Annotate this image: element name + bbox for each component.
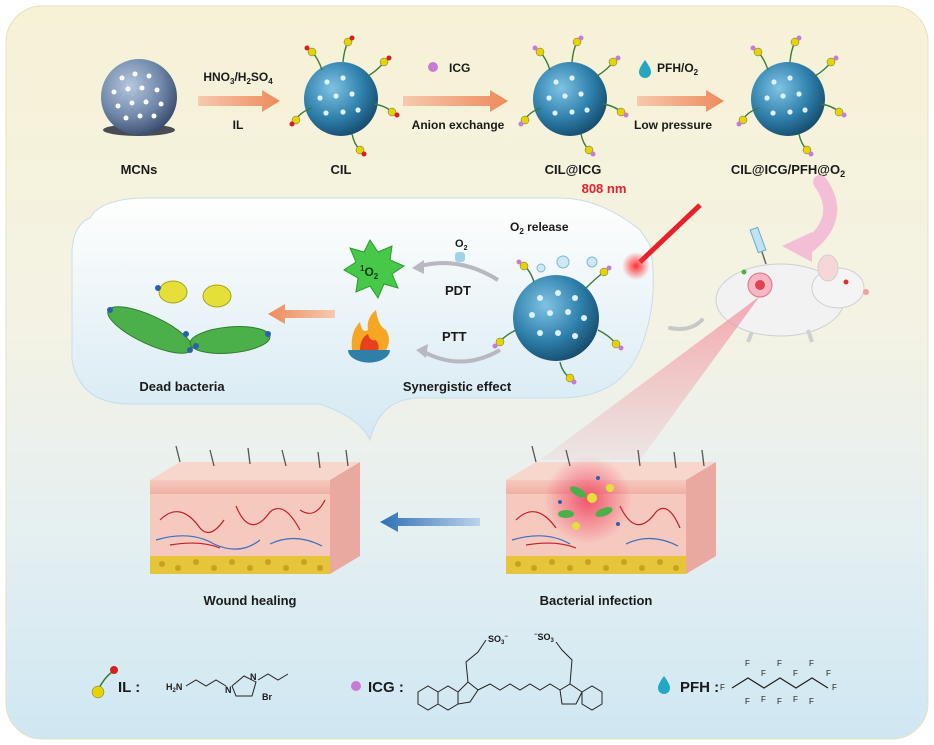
- svg-text:F: F: [745, 697, 750, 706]
- svg-text:F: F: [809, 659, 814, 668]
- il-reagent-label: IL: [233, 118, 244, 132]
- cil-icg-particle: [518, 35, 629, 157]
- arrow-to-dead-bacteria: [268, 304, 335, 324]
- svg-text:F: F: [826, 669, 831, 678]
- syringe-icon: [741, 226, 767, 275]
- legend-pfh: PFH : F FF FF FF FF FF FF: [658, 659, 837, 706]
- svg-text:O2: O2: [455, 238, 468, 252]
- pfh-legend-label: PFH :: [680, 679, 719, 696]
- svg-text:F: F: [745, 659, 750, 668]
- svg-text:F: F: [777, 659, 782, 668]
- laser-beam: [638, 203, 702, 264]
- cil-label: CIL: [331, 162, 352, 177]
- mcns-label: MCNs: [121, 162, 158, 177]
- flame-icon: [348, 310, 390, 363]
- icg-structure: [417, 639, 603, 711]
- icg-dot-icon: [428, 62, 438, 72]
- pfh-o2-reagent-label: PFH/O2: [657, 61, 699, 77]
- bromide-label: Br: [262, 692, 272, 702]
- cil-icg-label: CIL@ICG: [545, 162, 602, 177]
- ptt-arrow: [423, 348, 502, 364]
- svg-text:F: F: [777, 697, 782, 706]
- sulfonate-label-a: SO3−: [488, 634, 508, 646]
- infected-skin-block: [506, 445, 716, 574]
- ptt-arrowhead: [416, 344, 428, 358]
- dead-bacteria-cluster: [107, 280, 271, 354]
- svg-text:F: F: [832, 683, 837, 692]
- h2n-group-label: H2N: [166, 682, 182, 694]
- injection-arrowhead: [782, 232, 812, 262]
- bacterial-infection-label: Bacterial infection: [540, 593, 653, 608]
- o2-molecule: O2: [455, 238, 468, 262]
- low-pressure-label: Low pressure: [634, 118, 712, 132]
- dead-bacteria-label: Dead bacteria: [139, 379, 225, 394]
- pdt-label: PDT: [445, 283, 471, 298]
- pfh-legend-icon: [658, 676, 670, 694]
- cil-icg-pfh-label: CIL@ICG/PFH@O2: [731, 162, 845, 179]
- cil-icg-pfh-particle: [736, 35, 847, 157]
- o2-release-label: O2 release: [510, 220, 569, 236]
- il-legend-label: IL :: [118, 679, 140, 696]
- anion-exchange-label: Anion exchange: [412, 118, 505, 132]
- icg-reagent-label: ICG: [449, 61, 470, 75]
- il-symbol-icon: [91, 666, 118, 699]
- laser-wavelength-label: 808 nm: [582, 181, 627, 196]
- mcns-particle: [101, 59, 177, 136]
- pfh-drop-icon: [639, 60, 651, 78]
- arrow-low-pressure: [637, 90, 724, 112]
- sulfonate-label-b: −SO3: [534, 632, 555, 644]
- arrow-to-healing: [380, 512, 480, 532]
- singlet-oxygen-burst: 1O2: [343, 239, 406, 300]
- pdt-arrowhead: [412, 260, 424, 274]
- svg-text:F: F: [761, 669, 766, 678]
- activated-particle: [492, 255, 624, 385]
- injection-flow-arrow: [799, 175, 838, 255]
- mechanism-bubble: [71, 197, 654, 442]
- icg-legend-icon: [351, 681, 361, 691]
- svg-text:1O2: 1O2: [360, 264, 379, 281]
- laser-spot: [622, 252, 650, 280]
- svg-text:F: F: [793, 695, 798, 704]
- magnification-beam: [540, 296, 760, 460]
- synergistic-effect-label: Synergistic effect: [403, 379, 512, 394]
- wound-healing-label: Wound healing: [204, 593, 297, 608]
- svg-text:F: F: [761, 695, 766, 704]
- arrow-anion-exchange: [403, 90, 508, 112]
- acid-reagent-label: HNO3/H2SO4: [203, 70, 273, 86]
- n-atom-label: N: [225, 685, 232, 695]
- legend-il: IL : H2N N N Br: [91, 666, 289, 702]
- svg-text:F: F: [793, 669, 798, 678]
- pfh-fluorine-atoms: F FF FF FF FF FF FF: [720, 659, 837, 706]
- healed-skin-block: [150, 445, 360, 574]
- mouse-illustration: [668, 254, 869, 343]
- ptt-label: PTT: [442, 329, 467, 344]
- icg-legend-label: ICG :: [368, 679, 404, 696]
- n-plus-atom-label: N: [250, 672, 257, 682]
- legend-icg: ICG : SO3− −SO3: [351, 632, 603, 711]
- arrow-acid-treatment: [198, 90, 280, 112]
- pdt-arrow: [419, 261, 500, 282]
- svg-text:F: F: [720, 683, 725, 692]
- svg-text:F: F: [809, 697, 814, 706]
- pfh-chain: [731, 677, 829, 689]
- cil-particle: [289, 35, 400, 157]
